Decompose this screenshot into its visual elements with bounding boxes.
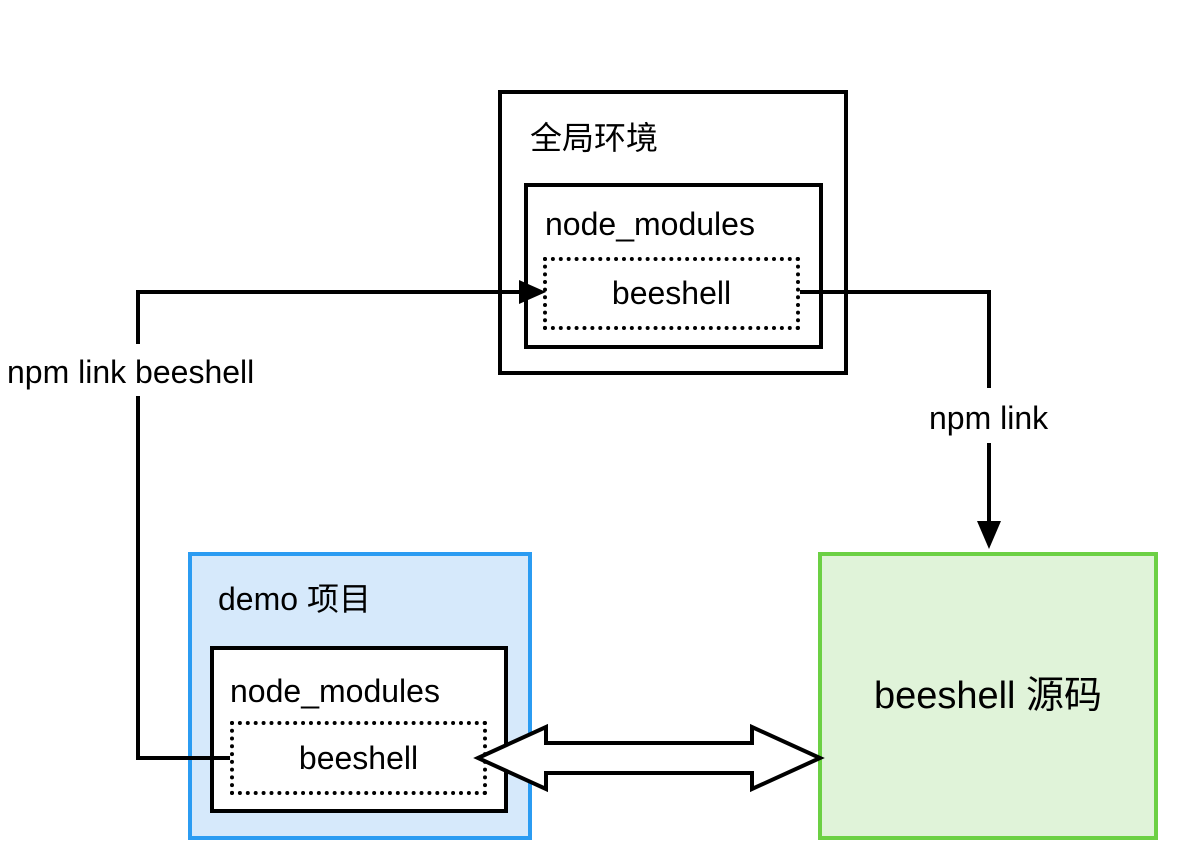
arrowhead-into-source [977, 521, 1001, 549]
global-beeshell-package-label: beeshell [611, 275, 732, 311]
edge-label-npm-link: npm link [929, 400, 1049, 436]
global-env-box: 全局环境 node_modules beeshell [498, 90, 848, 375]
edge-label-npm-link-beeshell: npm link beeshell [7, 354, 255, 390]
beeshell-source-box: beeshell 源码 [818, 552, 1158, 840]
demo-beeshell-package-box: beeshell [230, 721, 487, 795]
global-node-modules-label: node_modules [545, 206, 755, 242]
global-beeshell-package-box: beeshell [543, 257, 800, 330]
demo-node-modules-label: node_modules [230, 673, 440, 709]
demo-node-modules-box: node_modules beeshell [210, 646, 508, 813]
global-node-modules-box: node_modules beeshell [524, 183, 823, 349]
demo-beeshell-package-label: beeshell [298, 739, 419, 776]
global-env-title: 全局环境 [530, 120, 659, 156]
demo-project-title: demo 项目 [218, 581, 371, 617]
beeshell-source-title: beeshell 源码 [873, 675, 1103, 717]
demo-project-box: demo 项目 node_modules beeshell [188, 552, 532, 840]
